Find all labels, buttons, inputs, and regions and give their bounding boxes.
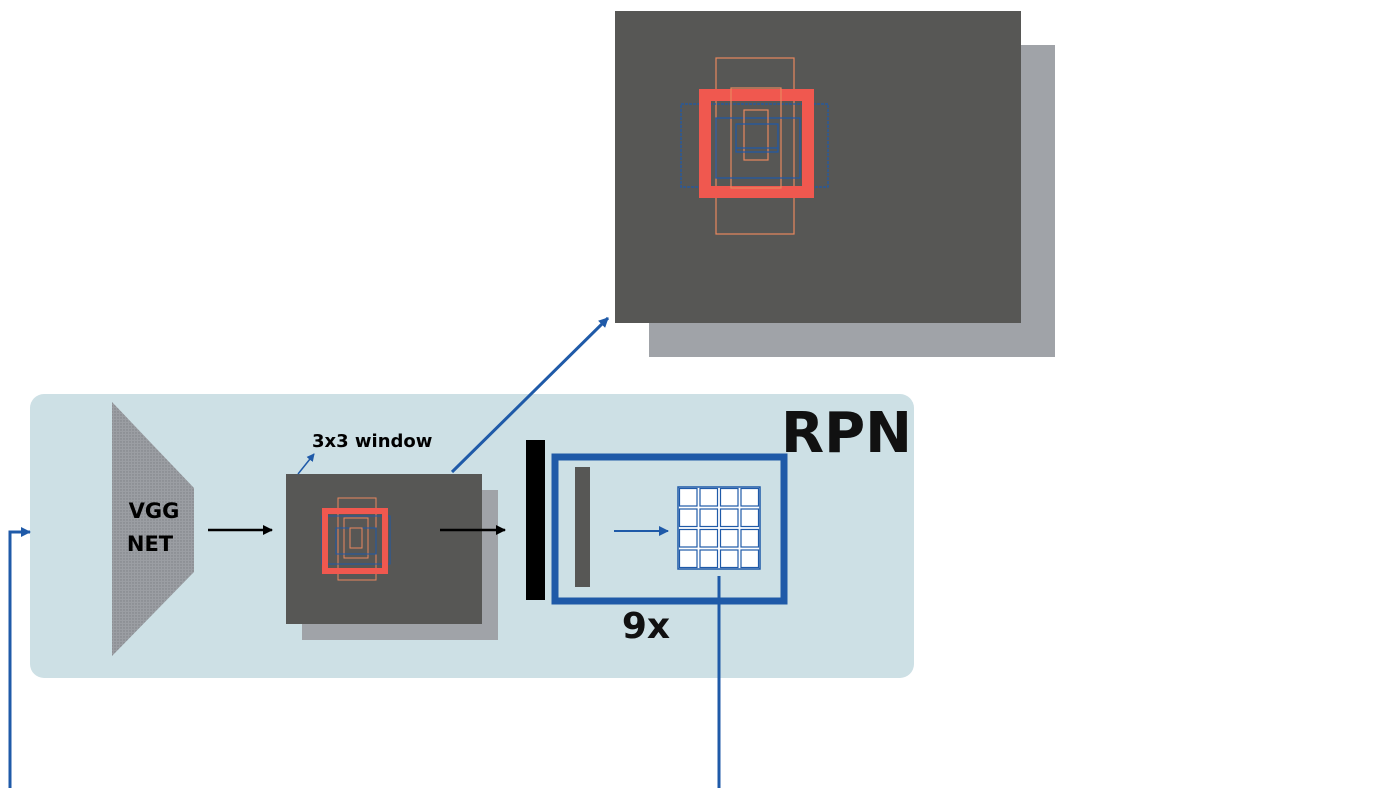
- zoom-anchor-blue-inner: [735, 123, 779, 153]
- vgg-label-line1: VGG: [129, 499, 180, 523]
- output-grid-cell: [740, 487, 760, 507]
- output-grid-cell: [719, 549, 739, 569]
- output-grid-cell: [740, 528, 760, 548]
- output-grid-cell: [678, 528, 698, 548]
- zoom-map: [615, 11, 1021, 323]
- window-label-arrow: [297, 453, 315, 475]
- output-grid-cell: [678, 487, 698, 507]
- output-grid-cell: [719, 508, 739, 528]
- zoom-anchor-orange-mid: [730, 87, 782, 189]
- conv-layer-bar: [526, 440, 545, 600]
- zoom-anchor-red-main: [699, 89, 814, 198]
- output-grid-cell: [699, 528, 719, 548]
- small-anchor-boxes: [321, 497, 391, 581]
- rpn-title: RPN: [781, 401, 912, 466]
- output-grid-cell: [678, 508, 698, 528]
- zoom-anchor-boxes: [680, 57, 829, 235]
- small-anchor-red-main: [322, 508, 388, 574]
- inner-layer-bar: [575, 467, 590, 587]
- small-anchor-orange-core: [349, 527, 363, 549]
- zoom-connector-arrow: [450, 316, 610, 474]
- vgg-net-shape: [112, 402, 194, 656]
- vgg-label-line2: NET: [127, 532, 174, 556]
- output-grid-cell: [719, 487, 739, 507]
- output-grid-cell: [740, 549, 760, 569]
- window-label: 3x3 window: [312, 431, 432, 452]
- zoom-anchor-blue-mid: [715, 117, 801, 179]
- zoom-anchor-blue-wide: [680, 103, 829, 188]
- small-anchor-orange-inner: [343, 517, 369, 559]
- output-grid-cell: [678, 549, 698, 569]
- anchor-classifier-box: [551, 453, 788, 605]
- output-grid-cell: [699, 487, 719, 507]
- output-grid-cell: [719, 528, 739, 548]
- zoom-anchor-orange-inner: [743, 109, 769, 161]
- output-grid-cell: [699, 549, 719, 569]
- output-grid-cell: [699, 508, 719, 528]
- output-grid-cell: [740, 508, 760, 528]
- multiplier-label: 9x: [622, 606, 670, 647]
- output-grid: [677, 486, 761, 570]
- input-connector-line: [8, 527, 31, 788]
